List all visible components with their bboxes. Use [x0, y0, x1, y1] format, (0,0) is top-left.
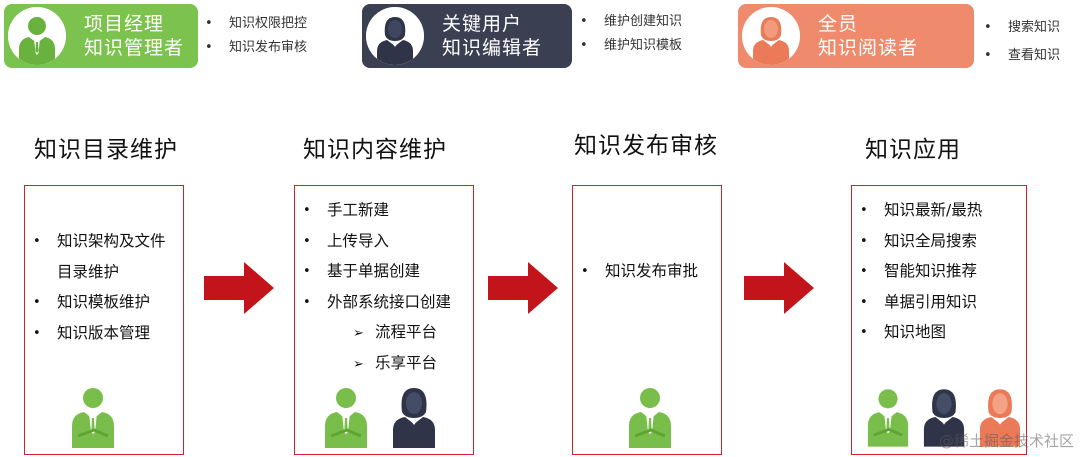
list-item: 外部系统接口创建 [303, 287, 451, 318]
list-item: 上传导入 [303, 226, 451, 257]
people-group [627, 386, 673, 452]
people-group [70, 386, 116, 452]
male-user-icon [627, 386, 673, 452]
duty-item: 维护知识模板 [580, 34, 682, 58]
role-name: 关键用户 [442, 13, 523, 35]
role-name: 全员 [818, 13, 859, 35]
duty-item: 知识发布审核 [205, 36, 307, 60]
male-user-icon [8, 7, 66, 65]
duty-item: 知识权限把控 [205, 12, 307, 36]
arrow-right-icon [488, 262, 558, 314]
sub-list-item: 流程平台 [303, 317, 451, 348]
stage-box-review: 知识发布审批 [572, 185, 722, 455]
female-user-icon [978, 386, 1022, 452]
people-group [866, 386, 1022, 452]
list-item: 智能知识推荐 [860, 256, 982, 287]
role-duties-manager: 知识权限把控 知识发布审核 [205, 12, 307, 60]
stage-items: 知识最新/最热 知识全局搜索 智能知识推荐 单据引用知识 知识地图 [860, 195, 982, 348]
list-item: 手工新建 [303, 195, 451, 226]
list-item: 基于单据创建 [303, 256, 451, 287]
arrow-right-icon [204, 262, 274, 314]
stage-title: 知识发布审核 [574, 133, 718, 159]
arrow-right-icon [744, 262, 814, 314]
duty-item: 搜索知识 [984, 16, 1060, 40]
role-card-keyuser: 关键用户 知识编辑者 [362, 4, 572, 68]
people-group [323, 386, 437, 452]
stage-box-directory: 知识架构及文件 目录维护 知识模板维护 知识版本管理 [24, 185, 184, 455]
list-item-continuation: 目录维护 [57, 262, 120, 281]
female-user-icon [742, 7, 800, 65]
sub-list-item: 乐享平台 [303, 348, 451, 379]
list-item: 知识架构及文件 [33, 226, 166, 257]
stage-items: 知识发布审批 [581, 256, 698, 287]
role-function: 知识管理者 [84, 37, 185, 59]
role-card-everyone: 全员 知识阅读者 [738, 4, 974, 68]
female-user-icon [366, 7, 424, 65]
stage-box-content: 手工新建 上传导入 基于单据创建 外部系统接口创建 流程平台 乐享平台 [294, 185, 474, 455]
duty-item: 查看知识 [984, 44, 1060, 68]
male-user-icon [323, 386, 369, 452]
female-user-icon [391, 386, 437, 452]
duty-item: 维护创建知识 [580, 10, 682, 34]
watermark: @稀土掘金技术社区 [938, 432, 1074, 450]
list-item: 知识版本管理 [33, 318, 166, 349]
female-user-icon [922, 386, 966, 452]
role-duties-everyone: 搜索知识 查看知识 [984, 16, 1060, 68]
list-item: 知识发布审批 [581, 256, 698, 287]
stage-title: 知识内容维护 [303, 137, 447, 163]
male-user-icon [866, 386, 910, 452]
list-item: 单据引用知识 [860, 287, 982, 318]
male-user-icon [70, 386, 116, 452]
role-duties-keyuser: 维护创建知识 维护知识模板 [580, 10, 682, 58]
stage-title: 知识应用 [865, 137, 961, 163]
stage-items: 知识架构及文件 目录维护 知识模板维护 知识版本管理 [33, 226, 166, 348]
list-item: 知识地图 [860, 317, 982, 348]
role-function: 知识阅读者 [818, 37, 919, 59]
role-card-manager: 项目经理 知识管理者 [4, 4, 198, 68]
role-function: 知识编辑者 [442, 37, 543, 59]
stage-box-application: 知识最新/最热 知识全局搜索 智能知识推荐 单据引用知识 知识地图 [851, 185, 1027, 455]
stage-items: 手工新建 上传导入 基于单据创建 外部系统接口创建 流程平台 乐享平台 [303, 195, 451, 378]
list-item: 知识最新/最热 [860, 195, 982, 226]
list-item: 知识模板维护 [33, 287, 166, 318]
role-title: 项目经理 知识管理者 [84, 12, 184, 60]
role-title: 全员 知识阅读者 [818, 12, 918, 60]
list-item: 知识全局搜索 [860, 226, 982, 257]
stage-title: 知识目录维护 [34, 137, 178, 163]
role-title: 关键用户 知识编辑者 [442, 12, 542, 60]
role-name: 项目经理 [84, 13, 165, 35]
